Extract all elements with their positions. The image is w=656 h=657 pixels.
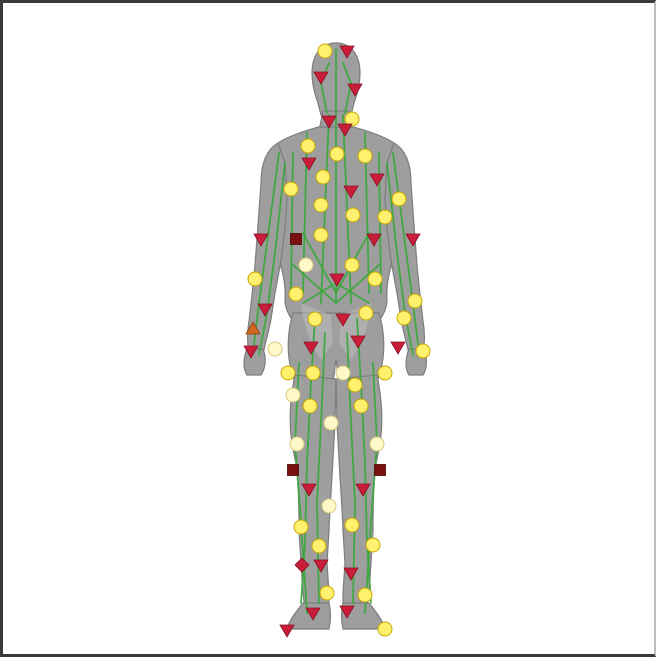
acupoint-yellow-21 [416,344,430,358]
acupoint-yellow-31 [366,538,380,552]
acupoint-yellow-14 [345,258,359,272]
acupoint-yellow-9 [314,198,328,212]
acupoint-yellow-4 [330,147,344,161]
acupoint-yellow-19 [359,306,373,320]
point-marker-square-1 [291,234,302,245]
point-marker-triangle-25 [280,625,294,637]
acupoint-yellow-33 [358,588,372,602]
acupoint-yellow-15 [368,272,382,286]
acupoint-yellow-34 [378,622,392,636]
acupoint-yellow-12 [314,228,328,242]
acupoint-yellow-8 [392,192,406,206]
acupoint-yellow-17 [408,294,422,308]
acupoint-yellow-11 [378,210,392,224]
acupoint-yellow-28 [294,520,308,534]
acupoint-yellow-24 [378,366,392,380]
acupoint-yellow-1 [318,44,332,58]
acupoint-yellow-27 [354,399,368,413]
acupoint-yellow-18 [308,312,322,326]
acupoint-pale-1 [299,258,313,272]
hand-right-side [244,349,265,375]
point-marker-triangle-18 [391,342,405,354]
acupoint-yellow-32 [320,586,334,600]
acupoint-yellow-25 [348,378,362,392]
acupoint-yellow-20 [397,311,411,325]
acupoint-pale-7 [370,437,384,451]
acupoint-yellow-16 [289,287,303,301]
acupoint-pale-2 [268,342,282,356]
acupoint-yellow-13 [248,272,262,286]
acupoint-pale-8 [322,499,336,513]
acupoint-yellow-26 [303,399,317,413]
acupoint-yellow-3 [301,139,315,153]
point-marker-square-2 [288,465,299,476]
acupoint-pale-6 [290,437,304,451]
acupoint-yellow-30 [312,539,326,553]
point-marker-square-3 [375,465,386,476]
acupoint-yellow-22 [281,366,295,380]
acupoint-yellow-6 [284,182,298,196]
body-meridian-figure [3,3,654,654]
acupoint-yellow-5 [358,149,372,163]
acupoint-yellow-29 [345,518,359,532]
acupoint-pale-4 [286,388,300,402]
acupoint-yellow-10 [346,208,360,222]
acupoint-yellow-23 [306,366,320,380]
acupoint-pale-3 [336,366,350,380]
acupoint-pale-5 [324,416,338,430]
acupoint-yellow-7 [316,170,330,184]
